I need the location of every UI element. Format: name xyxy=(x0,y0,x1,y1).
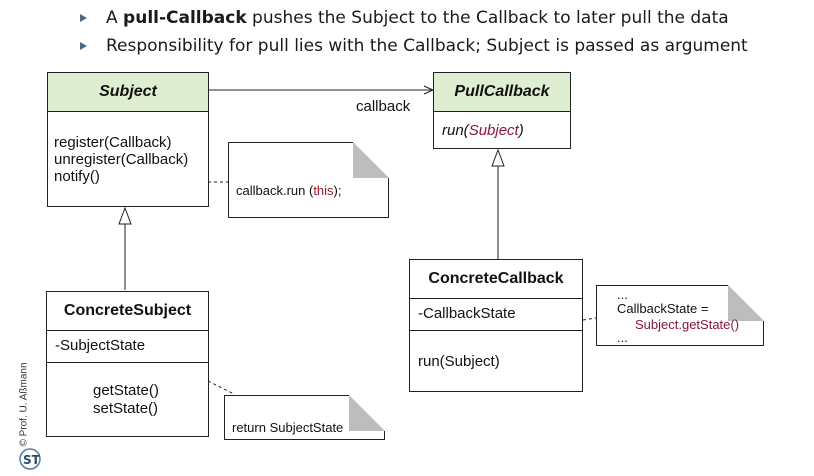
concretesubject-op-setstate: setState() xyxy=(93,400,159,417)
copyright-notice: © Prof. U. Aßmann xyxy=(6,362,30,446)
callback-generalization-triangle xyxy=(491,148,505,167)
copyright-text: © Prof. U. Aßmann xyxy=(18,362,30,447)
bullet-triangle-icon xyxy=(80,42,87,50)
concretesubject-attribute: -SubjectState xyxy=(55,337,146,354)
st-logo-text: ST xyxy=(23,453,41,467)
bullet-triangle-icon xyxy=(80,14,87,22)
concretecallback-attribute-section xyxy=(410,298,582,331)
pullcallback-op-run: run(Subject) xyxy=(442,122,524,139)
concretecallback-attribute: -CallbackState xyxy=(418,305,516,322)
subject-op-register: register(Callback) xyxy=(54,134,172,151)
notify-note: callback.run (this); xyxy=(228,142,389,218)
return-note-text: return SubjectState xyxy=(232,420,344,435)
callback-note: ... CallbackState = Subject.getState() .… xyxy=(596,285,764,346)
callback-note-line1: CallbackState = xyxy=(617,301,709,316)
subject-op-unregister: unregister(Callback) xyxy=(54,151,189,168)
subject-class-name: Subject xyxy=(48,73,208,112)
association-label: callback xyxy=(356,98,411,115)
return-note: return SubjectState xyxy=(224,395,385,440)
callback-note-link xyxy=(582,317,597,321)
callback-note-dots-top: ... xyxy=(617,287,628,302)
concretecallback-class: ConcreteCallback -CallbackState run(Subj… xyxy=(409,259,583,392)
bullet-1-text: A pull-Callback pushes the Subject to th… xyxy=(106,8,729,28)
subject-op-notify: notify() xyxy=(54,168,100,185)
st-logo: ST xyxy=(14,447,46,471)
callback-note-dots-bottom: ... xyxy=(617,330,628,345)
note-fold-corner xyxy=(349,395,385,431)
notify-note-text: callback.run (this); xyxy=(236,183,342,198)
concretesubject-class-name: ConcreteSubject xyxy=(47,292,208,331)
concretecallback-class-name: ConcreteCallback xyxy=(410,260,582,299)
pullcallback-class: PullCallback run(Subject) xyxy=(433,72,571,149)
callback-note-line2: Subject.getState() xyxy=(635,317,740,332)
pullcallback-class-name: PullCallback xyxy=(434,73,570,112)
concretecallback-op-run: run(Subject) xyxy=(418,353,500,370)
st-logo-icon: ST xyxy=(19,448,41,470)
note-fold-corner xyxy=(353,142,389,178)
concretesubject-op-getstate: getState() xyxy=(93,382,159,399)
return-note-link xyxy=(207,380,235,395)
concretesubject-class: ConcreteSubject -SubjectState getState()… xyxy=(46,291,209,437)
bullet-2-text: Responsibility for pull lies with the Ca… xyxy=(106,36,748,56)
subject-class: Subject register(Callback) unregister(Ca… xyxy=(47,72,209,207)
note-fold-corner xyxy=(728,285,764,321)
concretesubject-attribute-section xyxy=(47,330,208,363)
subject-generalization-triangle xyxy=(118,206,132,225)
